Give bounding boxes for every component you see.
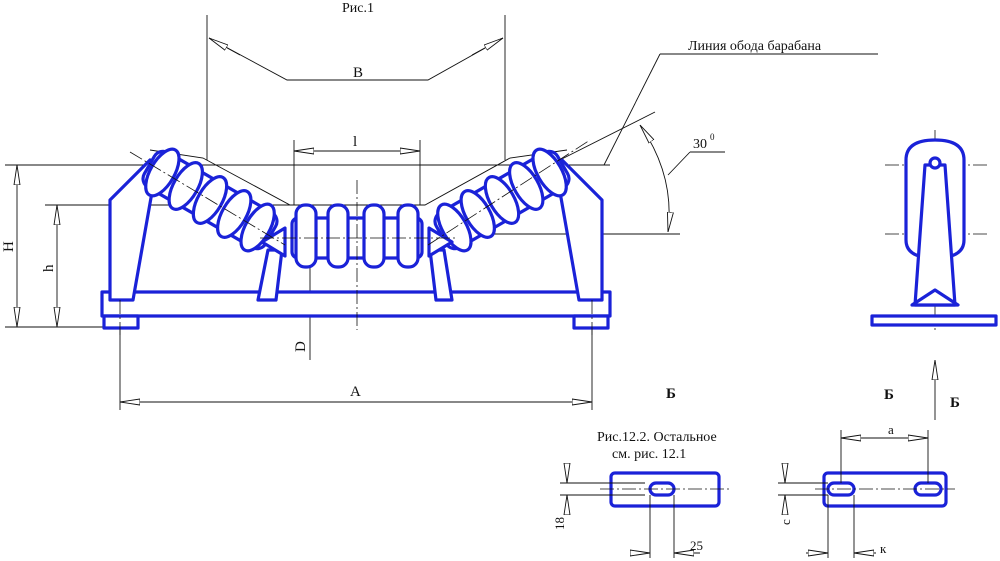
b-arrow-right — [471, 38, 503, 56]
bracket-right — [555, 158, 604, 302]
dim-18-text: 18 — [552, 517, 567, 530]
belt-line — [149, 149, 568, 206]
foot-detail-12-2: 18 25 — [552, 465, 730, 558]
roller-right-ring-4 — [508, 161, 545, 211]
drum-line-leader — [603, 53, 661, 166]
foot-detail-b: a c к — [778, 422, 955, 558]
dim-l: l — [353, 134, 357, 150]
frame-base — [100, 290, 612, 318]
roller-right-ring-3 — [483, 175, 521, 225]
roller-left-ring-4 — [216, 189, 253, 239]
side-axle — [928, 156, 942, 170]
left-roller-axis — [129, 151, 286, 246]
roller-left-ring-5 — [239, 202, 276, 253]
right-roller-axis — [427, 139, 591, 246]
figure-title: Рис.1 — [342, 1, 374, 16]
cone-right — [427, 226, 454, 258]
roller-support-side-view — [870, 130, 998, 420]
dim-H: H — [1, 241, 17, 252]
drum-line-label: Линия обода барабана — [688, 39, 822, 54]
angle-degree: 0 — [710, 132, 715, 142]
roller-right-inclined — [433, 147, 571, 253]
roller-center-ring-1 — [294, 203, 318, 269]
dim-c-text: c — [778, 519, 793, 525]
angle-value: 30 — [693, 137, 707, 152]
dim-D: D — [293, 341, 309, 352]
roller-center-ring-2 — [326, 203, 350, 269]
note-line-1: Рис.12.2. Остальное — [597, 430, 717, 445]
dim-b: B — [353, 65, 363, 81]
b-arrow-left — [209, 38, 241, 56]
foot-right — [572, 314, 610, 330]
side-gusset — [910, 288, 960, 307]
view-b-arrow-label: Б — [950, 395, 960, 411]
roller-center-ring-4 — [396, 203, 420, 269]
foot-plate-b — [822, 471, 948, 508]
dim-a-text: a — [888, 422, 894, 437]
angle-arc — [640, 125, 669, 232]
foot-left — [102, 314, 140, 330]
roller-support-front-view — [100, 139, 612, 335]
roller-right-ring-5 — [531, 147, 568, 198]
support-mid-left — [256, 248, 284, 302]
angle-leader — [667, 151, 691, 176]
dim-h: h — [41, 264, 57, 272]
dim-25-text: 25 — [690, 538, 703, 553]
roller-center-ring-3 — [362, 203, 386, 269]
bracket-left — [108, 158, 157, 302]
view-b-left-label: Б — [666, 386, 676, 402]
view-b-mid-label: Б — [884, 387, 894, 403]
dim-A: A — [350, 384, 361, 400]
dim-k-text: к — [880, 541, 887, 556]
note-line-2: см. рис. 12.1 — [612, 447, 686, 462]
roller-right-ring-2 — [459, 189, 496, 239]
roller-left-ring-1 — [144, 147, 181, 198]
side-base-plate — [870, 314, 998, 327]
cone-left — [260, 226, 287, 258]
b-dimension-line — [208, 37, 504, 81]
